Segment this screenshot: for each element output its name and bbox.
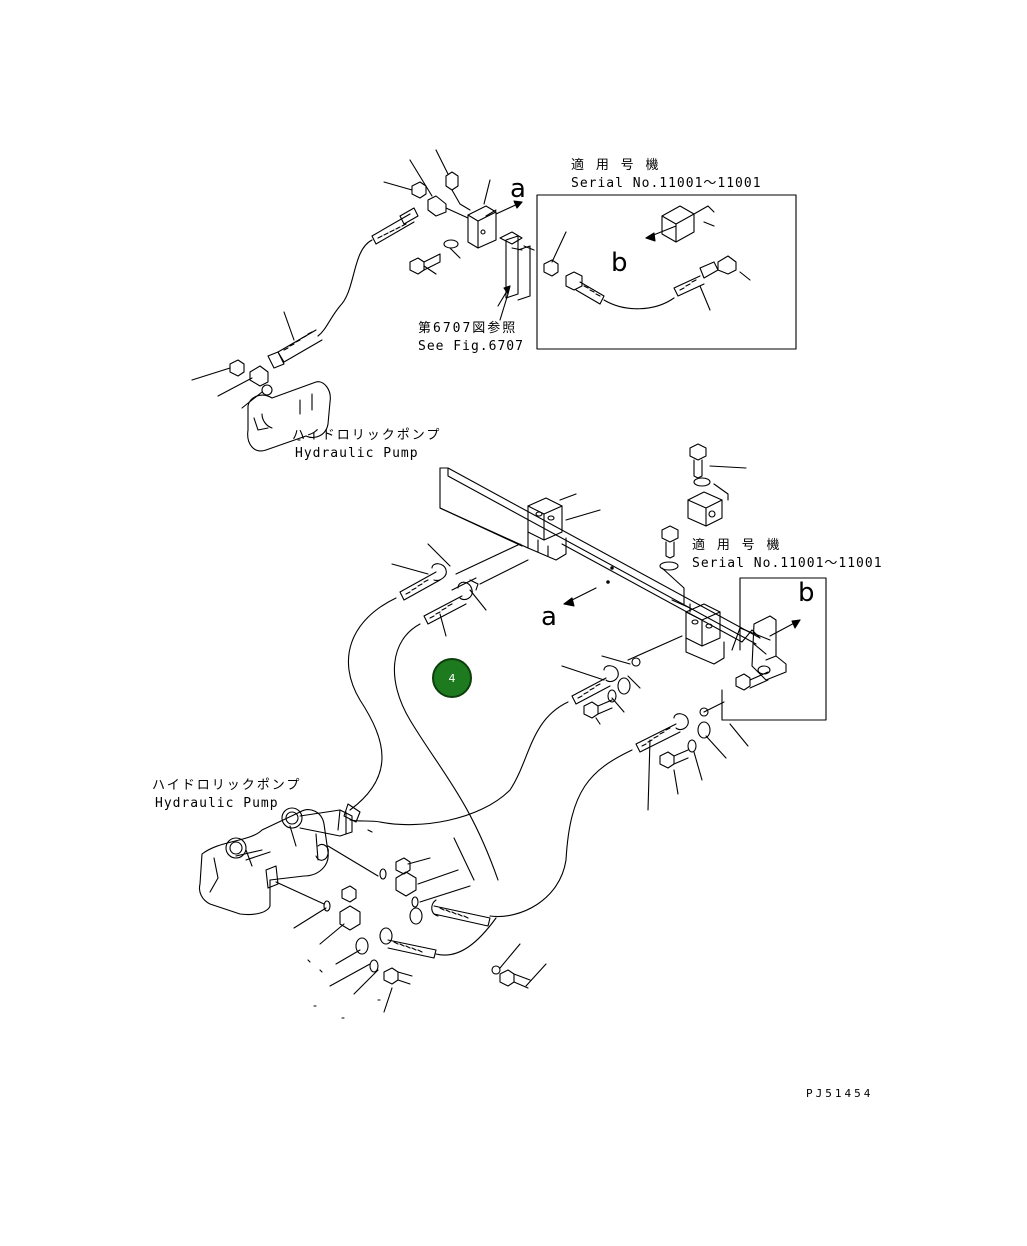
hydraulic-pump-label-en-top: Hydraulic Pump [295,446,419,461]
inset-box-top [536,194,797,350]
bolt-washer-set [659,443,747,605]
inset-box-right [721,577,827,721]
hydraulic-hoses [343,493,749,918]
reference-dots [297,439,381,1001]
serial-applicability-en-top: Serial No.11001～11001 [571,176,762,191]
upper-valve-assembly [191,149,535,452]
hydraulic-pump-label-jp-left: ハイドロリックポンプ [152,778,302,793]
mounting-frame [439,467,761,717]
view-arrow-label-a-main: a [541,602,557,632]
serial-applicability-jp-top: 適 用 号 機 [571,158,661,173]
view-arrow-label-b-inset: b [611,248,628,278]
see-figure-reference-jp: 第6707図参照 [418,321,518,336]
view-arrow-label-b-right: b [798,578,815,608]
drawing-number: PJ51454 [806,1087,874,1100]
serial-applicability-en-right: Serial No.11001～11001 [692,556,883,571]
serial-applicability-jp-right: 適 用 号 機 [692,538,782,553]
callout-badge[interactable]: 4 [432,658,472,698]
hydraulic-pump-label-jp-top: ハイドロリックポンプ [292,428,442,443]
see-figure-reference-en: See Fig.6707 [418,339,524,354]
lower-pump-assembly [198,807,547,1019]
view-arrow-label-a-top: a [510,174,526,204]
hydraulic-pump-label-en-left: Hydraulic Pump [155,796,279,811]
